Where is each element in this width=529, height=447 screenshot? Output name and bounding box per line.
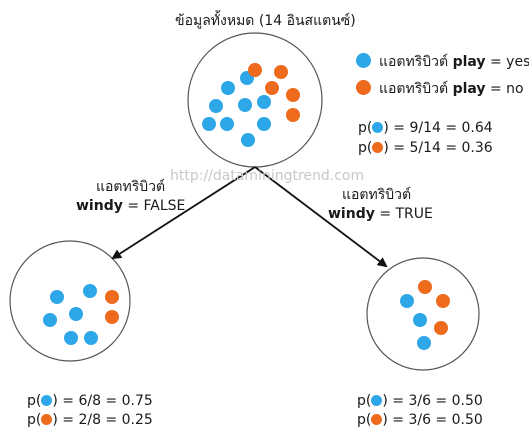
root-no-instance-dot: [274, 65, 288, 79]
right-prob-yes: p( ) = 3/6 = 0.50: [357, 392, 483, 410]
left-prob-yes: p( ) = 6/8 = 0.75: [27, 392, 153, 410]
branch-value: = TRUE: [379, 206, 433, 222]
yes-dot-icon: [372, 122, 384, 133]
no-dot-icon: [41, 414, 53, 425]
root-yes-instance-dot: [220, 117, 234, 131]
branch-attr: windy: [76, 198, 123, 214]
root-yes-instance-dot: [221, 81, 235, 95]
legend-prefix: แอตทริบิวต์: [379, 81, 449, 97]
branch-right-line1: แอตทริบิวต์: [342, 187, 412, 203]
yes-dot-icon: [356, 53, 371, 68]
left-yes-instance-dot: [64, 331, 78, 345]
branch-value: = FALSE: [127, 198, 186, 214]
left-node-circle: [9, 240, 131, 362]
legend-suffix: = yes: [490, 54, 529, 70]
right-node-circle: [366, 257, 480, 371]
left-no-instance-dot: [105, 290, 119, 304]
prob-value: ) = 9/14 = 0.64: [383, 120, 493, 136]
prob-prefix: p(: [357, 393, 372, 409]
prob-value: ) = 2/8 = 0.25: [52, 412, 153, 428]
branch-left-condition: windy = FALSE: [76, 197, 185, 215]
prob-value: ) = 5/14 = 0.36: [383, 140, 493, 156]
branch-attr: windy: [328, 206, 375, 222]
root-yes-instance-dot: [257, 95, 271, 109]
root-title: ข้อมูลทั้งหมด (14 อินสแตนซ์): [175, 13, 356, 29]
legend-prefix: แอตทริบิวต์: [379, 54, 449, 70]
no-dot-icon: [356, 80, 371, 95]
left-no-instance-dot: [105, 310, 119, 324]
root-no-instance-dot: [248, 63, 262, 77]
root-yes-instance-dot: [241, 133, 255, 147]
left-yes-instance-dot: [83, 284, 97, 298]
prob-value: ) = 3/6 = 0.50: [382, 393, 483, 409]
root-yes-instance-dot: [209, 99, 223, 113]
prob-prefix: p(: [358, 140, 373, 156]
right-yes-instance-dot: [417, 336, 431, 350]
prob-prefix: p(: [358, 120, 373, 136]
left-yes-instance-dot: [50, 290, 64, 304]
root-prob-no: p( ) = 5/14 = 0.36: [358, 139, 493, 157]
arrow-right-branch: [254, 166, 388, 268]
right-no-instance-dot: [436, 294, 450, 308]
legend-item-yes: แอตทริบิวต์ play = yes: [356, 53, 529, 71]
left-yes-instance-dot: [84, 331, 98, 345]
root-yes-instance-dot: [257, 117, 271, 131]
no-dot-icon: [371, 414, 383, 425]
prob-value: ) = 3/6 = 0.50: [382, 412, 483, 428]
legend-attr: play: [452, 81, 486, 97]
right-no-instance-dot: [418, 280, 432, 294]
prob-prefix: p(: [27, 412, 42, 428]
root-prob-yes: p( ) = 9/14 = 0.64: [358, 119, 493, 137]
left-prob-no: p( ) = 2/8 = 0.25: [27, 411, 153, 429]
watermark: http://dataminingtrend.com: [170, 168, 365, 184]
right-no-instance-dot: [434, 321, 448, 335]
root-no-instance-dot: [286, 88, 300, 102]
branch-left-line1: แอตทริบิวต์: [96, 179, 166, 195]
right-yes-instance-dot: [400, 294, 414, 308]
prob-value: ) = 6/8 = 0.75: [52, 393, 153, 409]
prob-prefix: p(: [357, 412, 372, 428]
root-yes-instance-dot: [238, 98, 252, 112]
root-no-instance-dot: [286, 108, 300, 122]
branch-right-condition: windy = TRUE: [328, 205, 433, 223]
arrow-left-branch: [111, 166, 256, 260]
legend-attr: play: [452, 54, 486, 70]
root-node-circle: [187, 32, 323, 168]
root-yes-instance-dot: [202, 117, 216, 131]
right-yes-instance-dot: [413, 313, 427, 327]
legend-suffix: = no: [490, 81, 524, 97]
yes-dot-icon: [41, 395, 53, 406]
legend-item-no: แอตทริบิวต์ play = no: [356, 80, 524, 98]
right-prob-no: p( ) = 3/6 = 0.50: [357, 411, 483, 429]
prob-prefix: p(: [27, 393, 42, 409]
yes-dot-icon: [371, 395, 383, 406]
root-no-instance-dot: [265, 81, 279, 95]
left-yes-instance-dot: [43, 313, 57, 327]
no-dot-icon: [372, 142, 384, 153]
left-yes-instance-dot: [69, 307, 83, 321]
